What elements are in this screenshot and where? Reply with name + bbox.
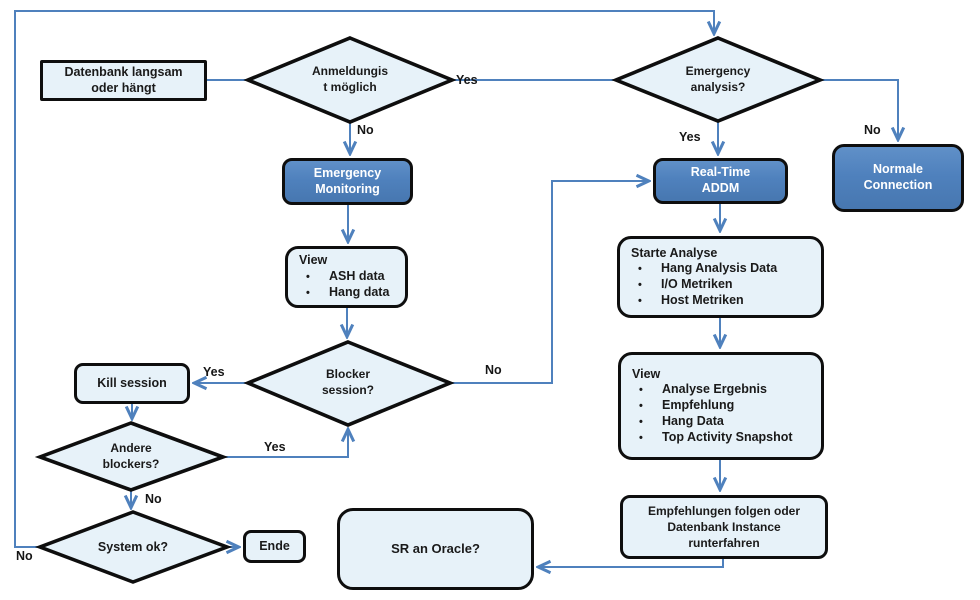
bullet-icon: • [638, 278, 642, 291]
list-item: • Hang Analysis Data [631, 261, 815, 277]
edge-label-blocker-yes: Yes [203, 365, 225, 379]
decision-system-ok-label: System ok? [97, 540, 169, 555]
edge-label-emergency-no: No [864, 123, 881, 137]
list-title: Starte Analyse [631, 245, 718, 260]
node-text: Kill session [97, 375, 167, 390]
edge-label-system-no: No [16, 549, 33, 563]
list-item: • Empfehlung [632, 398, 815, 414]
list-item-text: Hang Analysis Data [661, 261, 778, 276]
node-view-ash: View • ASH data • Hang data [285, 246, 408, 308]
node-starte-analyse: Starte Analyse • Hang Analysis Data • I/O … [617, 236, 824, 318]
edge-label-andere-no: No [145, 492, 162, 506]
node-text: ADDM [701, 181, 740, 195]
list-item: • ASH data [299, 269, 399, 285]
node-text: Normale [872, 162, 924, 177]
decision-anmeldung-shape [243, 36, 457, 124]
node-text: Real-Time [690, 165, 751, 180]
node-kill-session: Kill session [74, 363, 190, 404]
list-item-text: Host Metriken [661, 292, 744, 307]
list-item-text: Analyse Ergebnis [662, 382, 767, 397]
edge-label-blocker-no: No [485, 363, 502, 377]
bullet-icon: • [639, 431, 643, 444]
node-text: Monitoring [315, 181, 380, 196]
node-view-right: View • Analyse Ergebnis • Empfehlung • Hang… [618, 352, 824, 460]
edge-label-andere-yes: Yes [264, 440, 286, 454]
list-item: • Hang data [299, 285, 399, 301]
list-item: • Analyse Ergebnis [632, 382, 815, 398]
list-title: View [632, 366, 661, 381]
node-text: Ende [259, 538, 290, 553]
connector-system-no-outer-loop [14, 10, 714, 548]
list-item-text: Hang data [329, 284, 390, 299]
list-item: • Hang Data [632, 414, 815, 430]
node-sr-an-oracle: SR an Oracle? [337, 508, 534, 590]
bullet-icon: • [638, 294, 642, 307]
node-text: Empfehlungen folgen oder [648, 503, 800, 518]
list-item-text: Empfehlung [662, 398, 735, 413]
node-text: oder hängt [91, 80, 156, 95]
bullet-icon: • [639, 400, 643, 413]
edge-label-anmeldung-no: No [357, 123, 374, 137]
decision-andere-shape [34, 421, 229, 492]
edge-label-anmeldung-yes: Yes [456, 73, 478, 87]
node-text: Datenbank langsam [64, 64, 183, 79]
bullet-icon: • [639, 384, 643, 397]
list-item-text: ASH data [329, 269, 385, 284]
list-item: • I/O Metriken [631, 277, 815, 293]
edge-label-emergency-yes: Yes [679, 130, 701, 144]
node-ende: Ende [243, 530, 306, 563]
connector-andere-yes-to-blocker [223, 430, 348, 458]
list-item-text: I/O Metriken [661, 276, 733, 291]
connector-blocker-no-to-realtime-addm [450, 181, 648, 384]
node-text: Datenbank Instance [667, 519, 781, 534]
connector-emergency-no-to-normale-connection [820, 79, 898, 139]
list-item-text: Hang Data [662, 413, 724, 428]
list-title: View [299, 253, 328, 268]
node-text: Emergency [313, 165, 382, 180]
list-item-text: Top Activity Snapshot [662, 429, 793, 444]
list-item: • Host Metriken [631, 293, 815, 309]
bullet-icon: • [306, 271, 310, 284]
bullet-icon: • [306, 286, 310, 299]
decision-blocker-shape [243, 340, 455, 427]
node-text: runterfahren [688, 536, 760, 551]
decision-emergency-analysis-shape [611, 36, 825, 123]
node-text: SR an Oracle? [391, 540, 480, 556]
decision-system-ok-shape [34, 510, 233, 584]
bullet-icon: • [638, 263, 642, 276]
list-item: • Top Activity Snapshot [632, 430, 815, 446]
bullet-icon: • [639, 415, 643, 428]
node-text: Connection [863, 178, 933, 192]
connector-empfehlungen-to-sr-oracle [539, 558, 724, 567]
